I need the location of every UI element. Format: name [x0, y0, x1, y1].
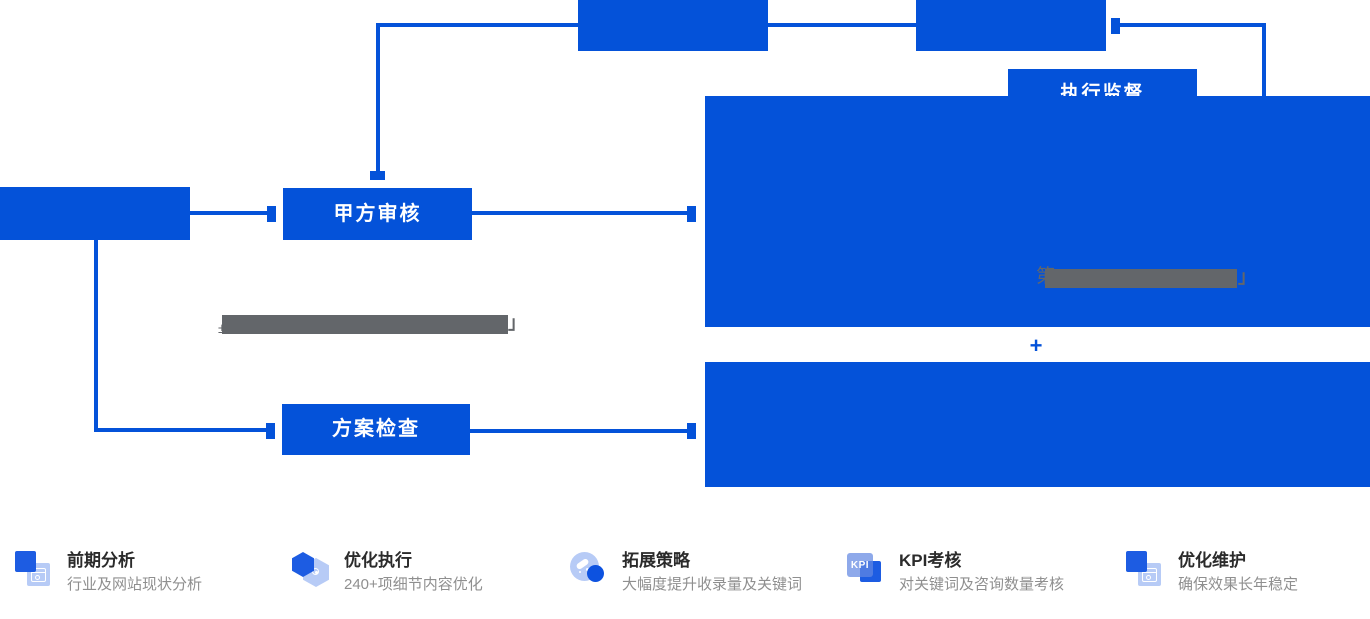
redacted-tail-char: 」: [508, 313, 526, 333]
arrow-cap-down: [370, 171, 385, 180]
top-box-left: [578, 0, 768, 51]
connector-line: [190, 211, 268, 215]
feature-subtitle: 240+项细节内容优化: [344, 576, 483, 593]
feature-title: 优化维护: [1178, 551, 1246, 570]
arrow-cap-left: [1111, 18, 1120, 34]
plan-check-box: 方案检查: [282, 404, 470, 455]
connector-line: [94, 428, 268, 432]
redacted-tail-char: 」: [1238, 267, 1256, 287]
execution-icon: [292, 550, 330, 588]
strategy-icon: [570, 550, 608, 588]
arrow-cap-right: [266, 423, 275, 439]
redacted-lead-char: ±: [218, 317, 226, 339]
connector-line: [376, 23, 578, 27]
connector-line: [472, 211, 688, 215]
arrow-cap-right: [267, 206, 276, 222]
right-panel-bottom: [705, 362, 1370, 487]
feature-item-execution: 优化执行 240+项细节内容优化: [292, 550, 483, 596]
feature-subtitle: 行业及网站现状分析: [67, 576, 203, 593]
connector-line: [1120, 23, 1266, 27]
kpi-icon-label: KPI: [847, 553, 873, 577]
redaction-bar: [1045, 269, 1237, 288]
connector-line: [768, 23, 916, 27]
connector-line: [94, 240, 98, 432]
feature-subtitle: 确保效果长年稳定: [1178, 576, 1299, 593]
left-box: [0, 187, 190, 240]
connector-line: [470, 429, 688, 433]
feature-subtitle: 大幅度提升收录量及关键词: [622, 576, 803, 593]
feature-item-kpi: KPI KPI考核 对关键词及咨询数量考核: [847, 550, 1064, 596]
feature-title: KPI考核: [899, 551, 962, 570]
feature-item-maintenance: 优化维护 确保效果长年稳定: [1126, 550, 1298, 596]
analysis-icon: [15, 550, 53, 588]
right-panel-top: [705, 96, 1370, 327]
arrow-cap-right: [687, 206, 696, 222]
feature-item-analysis: 前期分析 行业及网站现状分析: [15, 550, 202, 596]
kpi-icon: KPI: [847, 550, 885, 588]
feature-title: 优化执行: [344, 551, 412, 570]
arrow-cap-right: [687, 423, 696, 439]
connector-line: [376, 23, 380, 171]
plus-sign: +: [1029, 333, 1043, 358]
top-box-right: [916, 0, 1106, 51]
client-review-box: 甲方审核: [283, 188, 472, 240]
redaction-bar: [222, 315, 508, 334]
connector-line: [1262, 23, 1266, 98]
feature-title: 拓展策略: [622, 551, 690, 570]
maintenance-icon: [1126, 550, 1164, 588]
feature-item-strategy: 拓展策略 大幅度提升收录量及关键词: [570, 550, 802, 596]
feature-subtitle: 对关键词及咨询数量考核: [899, 576, 1065, 593]
feature-title: 前期分析: [67, 551, 135, 570]
